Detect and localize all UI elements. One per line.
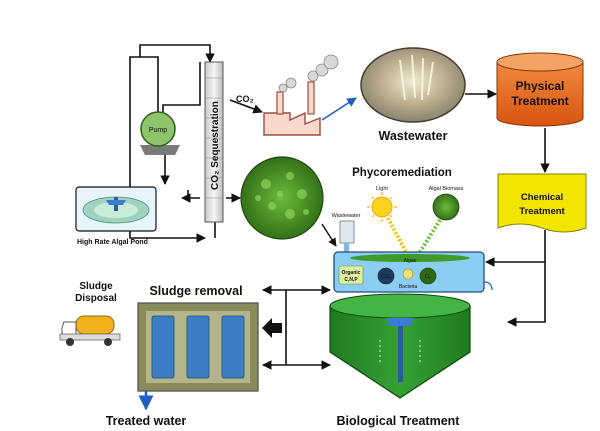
high-rate-algal-pond: High Rate Algal Pond — [75, 186, 157, 246]
wastewater-image: Wastewater — [360, 47, 466, 143]
phycoremediation-title: Phycoremediation — [352, 167, 452, 179]
bio-to-sludge-arrow — [262, 318, 282, 338]
smoke-icon — [278, 54, 339, 93]
chemical-outflow-lines — [485, 230, 546, 327]
algae-label: Algae — [404, 258, 417, 264]
factory-to-wastewater-arrow — [321, 97, 357, 121]
organic-label-1: Organic — [342, 270, 361, 276]
truck-icon — [59, 315, 121, 346]
high-rate-algal-pond-label: High Rate Algal Pond — [77, 239, 148, 246]
recirculation-lines — [129, 44, 263, 243]
sludge-disposal-label-2: Disposal — [75, 293, 117, 304]
physical-treatment-label-2: Treatment — [511, 94, 568, 108]
algal-biomass-label: Algal Biomass — [429, 186, 464, 192]
bacteria-label: Bacteria — [399, 284, 418, 290]
algae-biomass-image — [240, 156, 324, 240]
co2-label: CO₂ — [236, 94, 254, 104]
treated-water-label: Treated water — [106, 414, 187, 428]
wastewater-label: Wastewater — [378, 129, 447, 143]
sludge-removal-label: Sludge removal — [149, 284, 242, 298]
co2-sequestration-label: CO₂ Sequestration — [210, 101, 221, 190]
co2-sequestration-column: CO₂ Sequestration — [204, 61, 224, 223]
sludge-disposal-label-1: Sludge — [79, 281, 113, 292]
biological-treatment-label: Biological Treatment — [337, 414, 461, 428]
bio-side-connectors — [262, 285, 331, 370]
physical-treatment-label-1: Physical — [516, 79, 565, 93]
phycoremediation-pond: Algae Organic C,N,P CO₂ O₂ Bacteria — [333, 251, 493, 293]
tap-icon — [339, 220, 355, 253]
chemical-treatment-label-1: Chemical — [521, 192, 563, 203]
algal-biomass-icon — [432, 193, 460, 221]
sludge-removal-tank — [137, 302, 259, 392]
light-label: Light — [376, 186, 388, 192]
biomass-beam — [418, 218, 442, 254]
sun-icon — [367, 192, 397, 222]
physical-treatment-tank: Physical Treatment — [496, 52, 584, 127]
pump: Pump — [140, 111, 180, 155]
light-beam — [386, 217, 408, 253]
wastewater-small-label: Wastewater — [332, 213, 361, 219]
algae-to-pond-arrow — [321, 223, 337, 247]
factory-icon: CO₂ — [236, 54, 339, 136]
pump-label: Pump — [149, 127, 167, 134]
organic-label-2: C,N,P — [344, 277, 358, 283]
chemical-treatment-label-2: Treatment — [519, 206, 565, 217]
o2-small-label: O₂ — [425, 274, 431, 280]
co2-small-label: CO₂ — [381, 274, 391, 280]
chemical-treatment-box: Chemical Treatment — [497, 173, 587, 233]
biological-treatment-tank — [329, 293, 471, 399]
